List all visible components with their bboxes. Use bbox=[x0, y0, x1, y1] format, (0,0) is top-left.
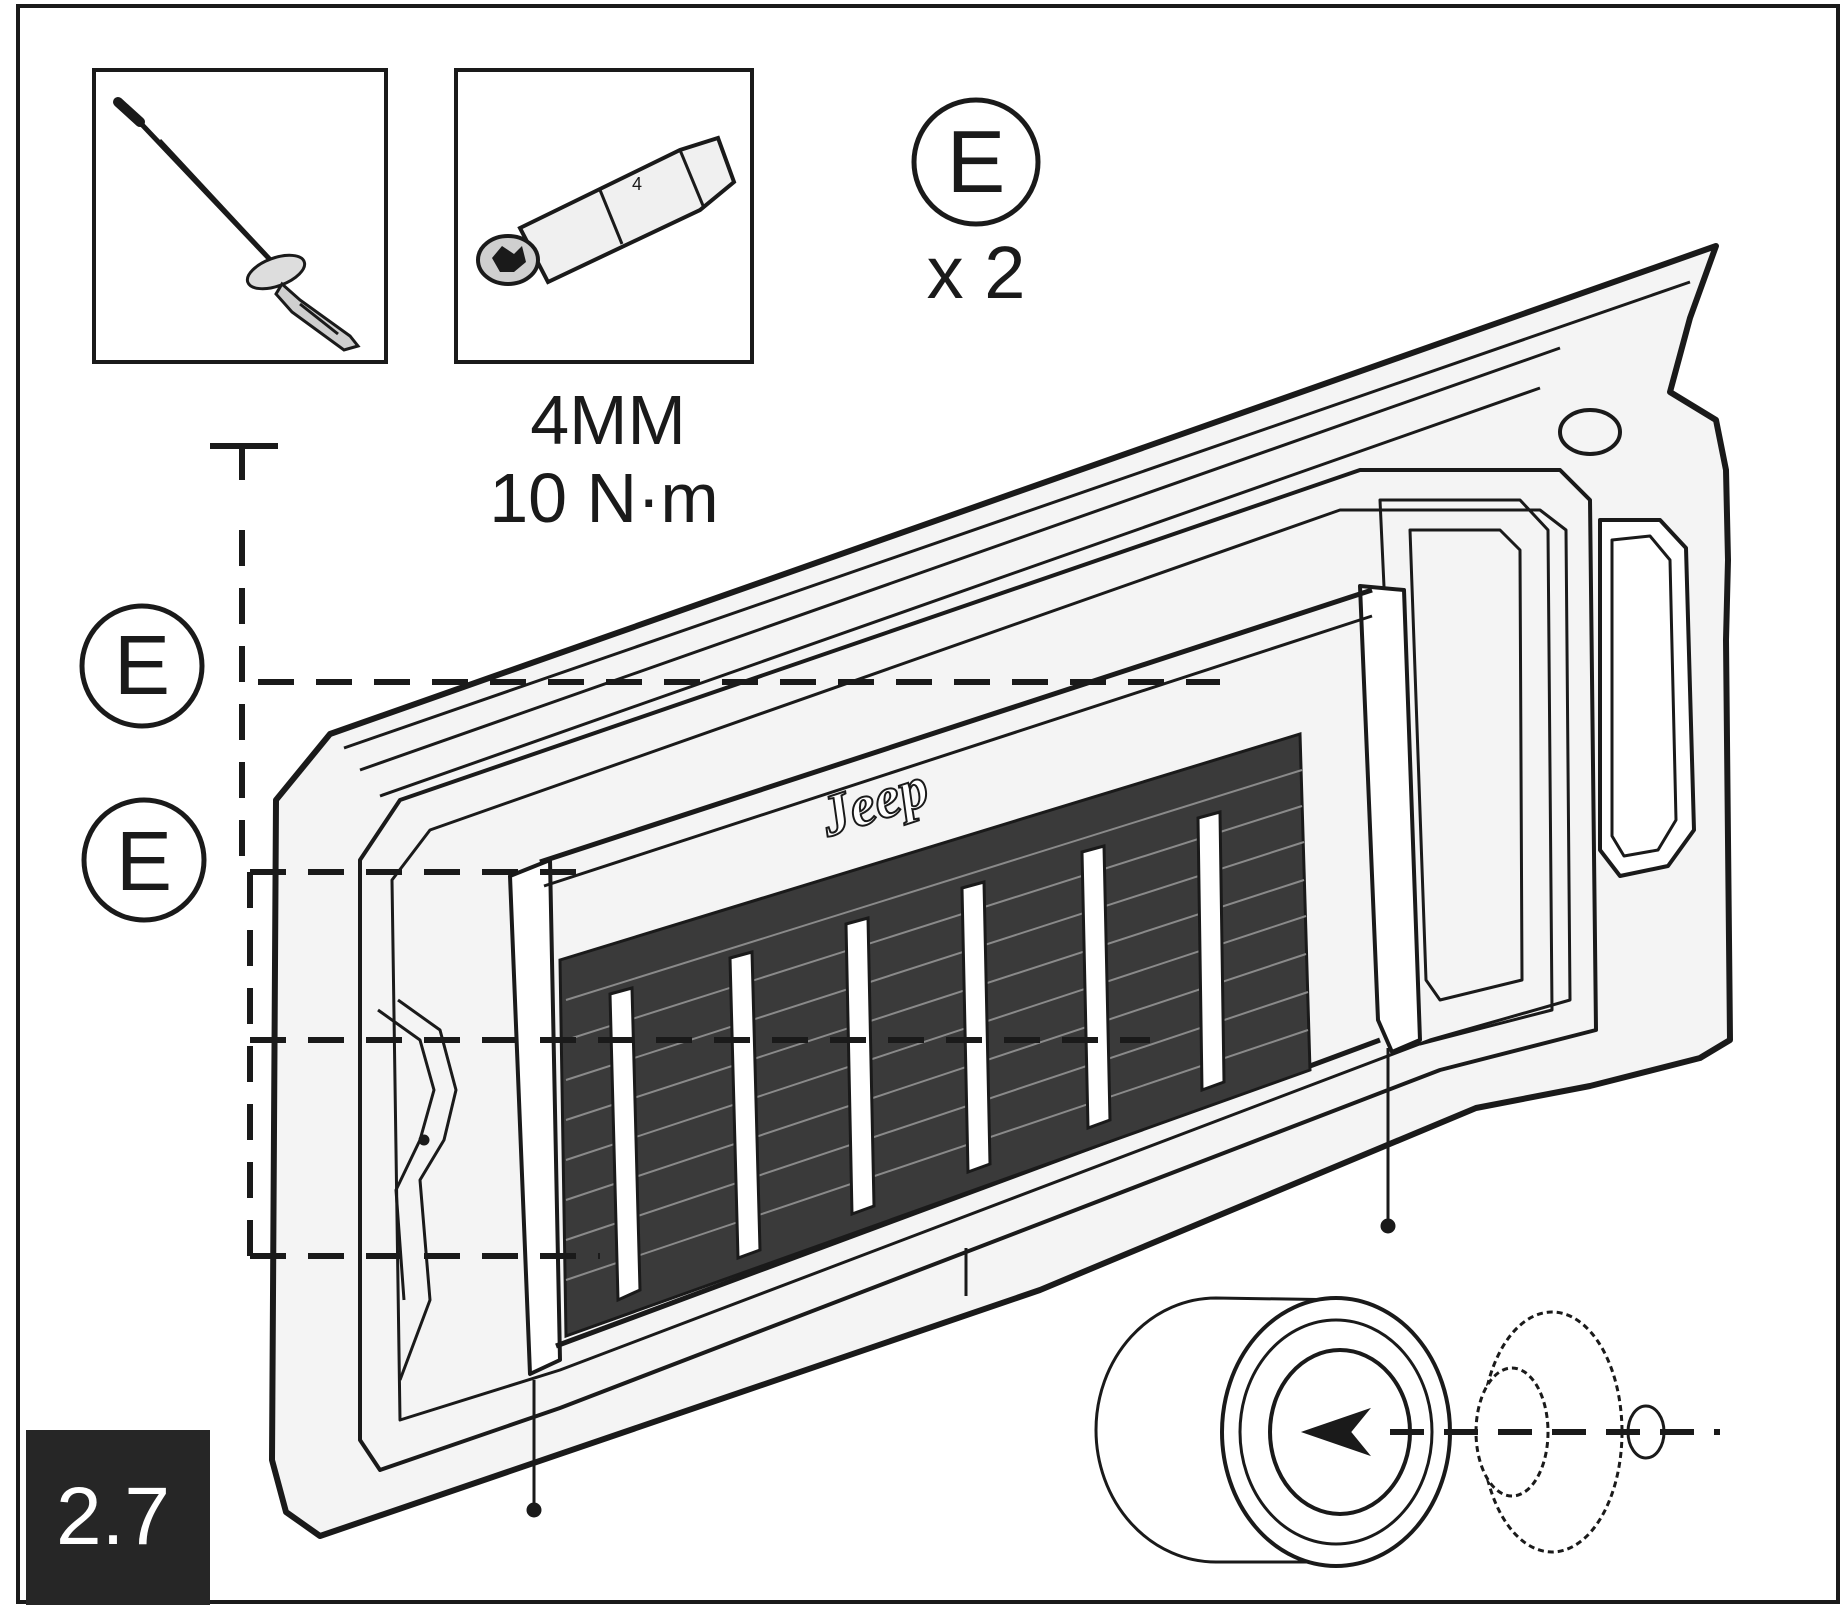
torque-spec-label: 10 N·m bbox=[489, 459, 718, 537]
torx-bit-icon: 4 bbox=[454, 68, 754, 364]
hinge-pins bbox=[526, 1048, 1396, 1518]
fastener-label-lower: E bbox=[81, 797, 207, 923]
fastener-callout-letter: E bbox=[947, 112, 1006, 211]
svg-text:E: E bbox=[114, 618, 170, 712]
step-badge bbox=[26, 1430, 210, 1605]
fastener-callout: E x 2 bbox=[911, 97, 1041, 314]
torque-wrench-icon bbox=[92, 68, 388, 364]
step-number: 2.7 bbox=[56, 1471, 170, 1562]
bit-size-label: 4MM bbox=[530, 381, 686, 459]
plug-icon bbox=[1094, 1296, 1720, 1568]
fastener-leader-ends bbox=[210, 443, 278, 480]
fastener-quantity: x 2 bbox=[927, 231, 1026, 314]
fastener-label-upper: E bbox=[79, 603, 205, 729]
bit-size-mark: 4 bbox=[632, 174, 642, 194]
fastener-lines bbox=[239, 530, 1220, 1259]
svg-text:E: E bbox=[116, 814, 172, 908]
